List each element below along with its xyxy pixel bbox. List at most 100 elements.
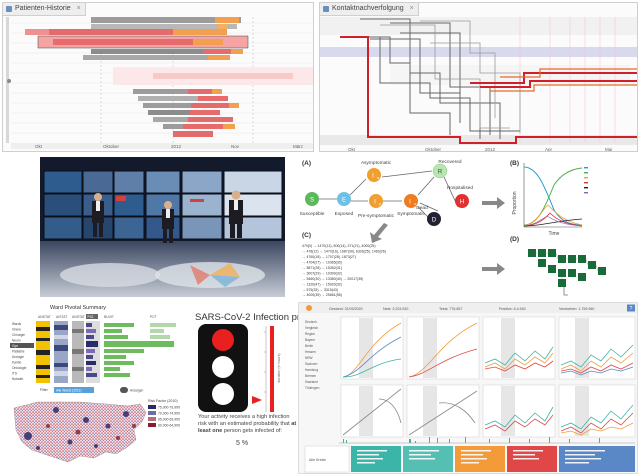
svg-text:Kardio: Kardio — [12, 361, 21, 365]
duration-axis-label: duration (in hours) — [277, 353, 281, 382]
column-header: ANSTAT — [72, 315, 85, 319]
stay-bar[interactable] — [25, 29, 185, 35]
axis-label: 2012 — [485, 147, 496, 152]
tab-cases[interactable]: Nest: 3.203.530 — [383, 307, 408, 311]
svg-text:→ 3007(29) → 10300(32): → 3007(29) → 10300(32) — [302, 272, 342, 276]
tab-deaths[interactable]: Verstorben: 1.759.960 — [559, 307, 594, 311]
tab-label: Patienten-Historie — [15, 5, 71, 12]
window-icon — [6, 6, 12, 12]
svg-text:NRW: NRW — [305, 356, 313, 360]
patient-history-window: Patienten-Historie × — [2, 2, 314, 152]
duration-gauge — [270, 326, 274, 412]
svg-text:Notaufn.: Notaufn. — [12, 377, 24, 381]
svg-text:Alle Wards (2012): Alle Wards (2012) — [56, 389, 81, 393]
svg-text:Time: Time — [549, 231, 560, 237]
svg-text:p: p — [379, 202, 381, 206]
infection-prognosis-title: SARS-CoV-2 Infection prognosis — [195, 312, 333, 323]
svg-text:I: I — [374, 200, 376, 206]
panel-label-c: (C) — [302, 232, 311, 239]
svg-text:Neuro: Neuro — [12, 339, 21, 343]
svg-text:Pädiatrie: Pädiatrie — [12, 350, 25, 354]
svg-text:Sachsen: Sachsen — [305, 362, 318, 366]
ward-summary-chart: ANSTAT AISTAT ANSTAT PIG BUVIT PCT Wards… — [10, 314, 176, 393]
tab-positive[interactable]: Positive: 6.4.540 — [499, 307, 526, 311]
close-icon[interactable]: × — [409, 5, 414, 12]
axis-label: Okt — [348, 147, 356, 152]
svg-text:Onkologie: Onkologie — [12, 366, 27, 370]
axis-label: Oktober — [103, 144, 120, 149]
axis-label: Oktober — [425, 147, 442, 152]
tab-tests[interactable]: Tests: 776.857 — [439, 307, 462, 311]
state-symptomatic: I s Symptomatic — [397, 194, 425, 217]
state-hospitalised: H Hospitalised — [447, 185, 473, 208]
svg-text:D: D — [432, 218, 437, 224]
visualization-lab-photo — [40, 157, 285, 297]
person-figure — [162, 201, 174, 243]
infection-tree — [528, 249, 606, 296]
column-header: BUVIT — [104, 315, 114, 319]
toggle-switch[interactable] — [120, 387, 128, 393]
axis-label: 2012 — [171, 144, 182, 149]
svg-text:Susceptible: Susceptible — [300, 211, 325, 217]
state-asymptomatic: I a Asymptomatic — [361, 160, 392, 182]
svg-text:→ 1320(47) → 15920(: → 1320(47) → 15920(32) — [302, 283, 342, 287]
svg-text:Bremen: Bremen — [305, 374, 316, 378]
filter-dropdown[interactable] — [54, 387, 94, 393]
arrow-icon — [482, 263, 505, 275]
svg-text:Symptomatic: Symptomatic — [397, 211, 425, 217]
contact-tracing-window: Kontaktnachverfolgung × — [319, 2, 638, 152]
person-figure — [92, 193, 104, 237]
svg-text:Exposed: Exposed — [335, 211, 354, 217]
column-header: PIG — [88, 315, 94, 319]
tab-patient-history[interactable]: Patienten-Historie × — [3, 3, 86, 16]
tab-contact-tracing[interactable]: Kontaktnachverfolgung × — [320, 3, 419, 16]
stay-bar[interactable] — [91, 17, 241, 23]
svg-text:Proportion: Proportion — [512, 191, 518, 214]
svg-text:→ 575(33) → 3315(43): → 575(33) → 3315(43) — [302, 288, 338, 292]
scroll-handle[interactable] — [7, 79, 11, 83]
svg-text:Alle Kreise: Alle Kreise — [309, 458, 326, 462]
svg-text:→ 5871(28) → 15352(3: → 5871(28) → 15352(31) — [302, 266, 342, 270]
svg-text:Deutsch.: Deutsch. — [305, 320, 318, 324]
ward-summary-panel: Ward Pivotal Summary ANSTAT AISTAT ANSTA… — [10, 305, 188, 395]
svg-text:ITS: ITS — [12, 372, 17, 376]
svg-text:→ 4704(27) → 10365(3: → 4704(27) → 10365(30) — [302, 261, 342, 265]
stay-bar[interactable] — [91, 49, 211, 54]
covid-dashboard: Gestand: 31/03/2020 Nest: 3.203.530 Test… — [298, 302, 638, 474]
epidemic-model-diagram: (A) (B) (C) (D) S Susceptible E Exposed — [292, 155, 638, 297]
svg-text:Saarland: Saarland — [305, 380, 318, 384]
svg-text:Gyn: Gyn — [12, 344, 18, 348]
svg-text:Hamburg: Hamburg — [305, 368, 318, 372]
column-header: AISTAT — [56, 315, 67, 319]
help-button[interactable] — [627, 304, 635, 312]
svg-text:→ 478(12) → 1470(16: → 478(12) → 1470(16), 1687(30), 6326(25)… — [302, 250, 386, 254]
svg-text:Thüringen: Thüringen — [305, 386, 320, 390]
tab-overview[interactable]: Gestand: 31/03/2020 — [329, 307, 363, 311]
dashboard-charts: Gestand: 31/03/2020 Nest: 3.203.530 Test… — [299, 303, 637, 473]
column-header: PCT — [150, 315, 157, 319]
traffic-light-panel: duration (in hours) — [192, 322, 292, 414]
svg-text:R: R — [438, 170, 443, 176]
compartment-model: (A) (B) (C) (D) S Susceptible E Exposed — [300, 159, 606, 297]
infection-risk-caption: Your activity receives a high infection … — [198, 414, 297, 434]
axis-label: Okt — [35, 144, 43, 149]
svg-text:Pre-symptomatic: Pre-symptomatic — [358, 213, 395, 219]
arrow-icon — [370, 223, 388, 243]
column-header: ANSTAT — [38, 315, 51, 319]
axis-label: März — [293, 144, 304, 149]
transmission-chain-text: 479(0) → 1470(12), 500(14), 371(21), 400… — [302, 244, 386, 297]
svg-text:Urologie: Urologie — [12, 355, 24, 359]
svg-text:75,000-79,999: 75,000-79,999 — [158, 406, 180, 410]
close-icon[interactable]: × — [76, 5, 81, 12]
tab-label: Kontaktnachverfolgung — [332, 5, 404, 12]
person-figure — [229, 190, 243, 238]
state-dead: D Dead — [416, 205, 441, 226]
logo-icon — [306, 305, 312, 311]
ward-summary-title: Ward Pivotal Summary — [50, 305, 107, 311]
green-light — [212, 383, 234, 405]
stay-bar[interactable] — [133, 89, 188, 94]
svg-text:H: H — [460, 200, 464, 206]
svg-text:Hessen: Hessen — [305, 350, 316, 354]
all-districts-tile[interactable] — [304, 445, 350, 473]
svg-text:Asymptomatic: Asymptomatic — [361, 160, 392, 166]
